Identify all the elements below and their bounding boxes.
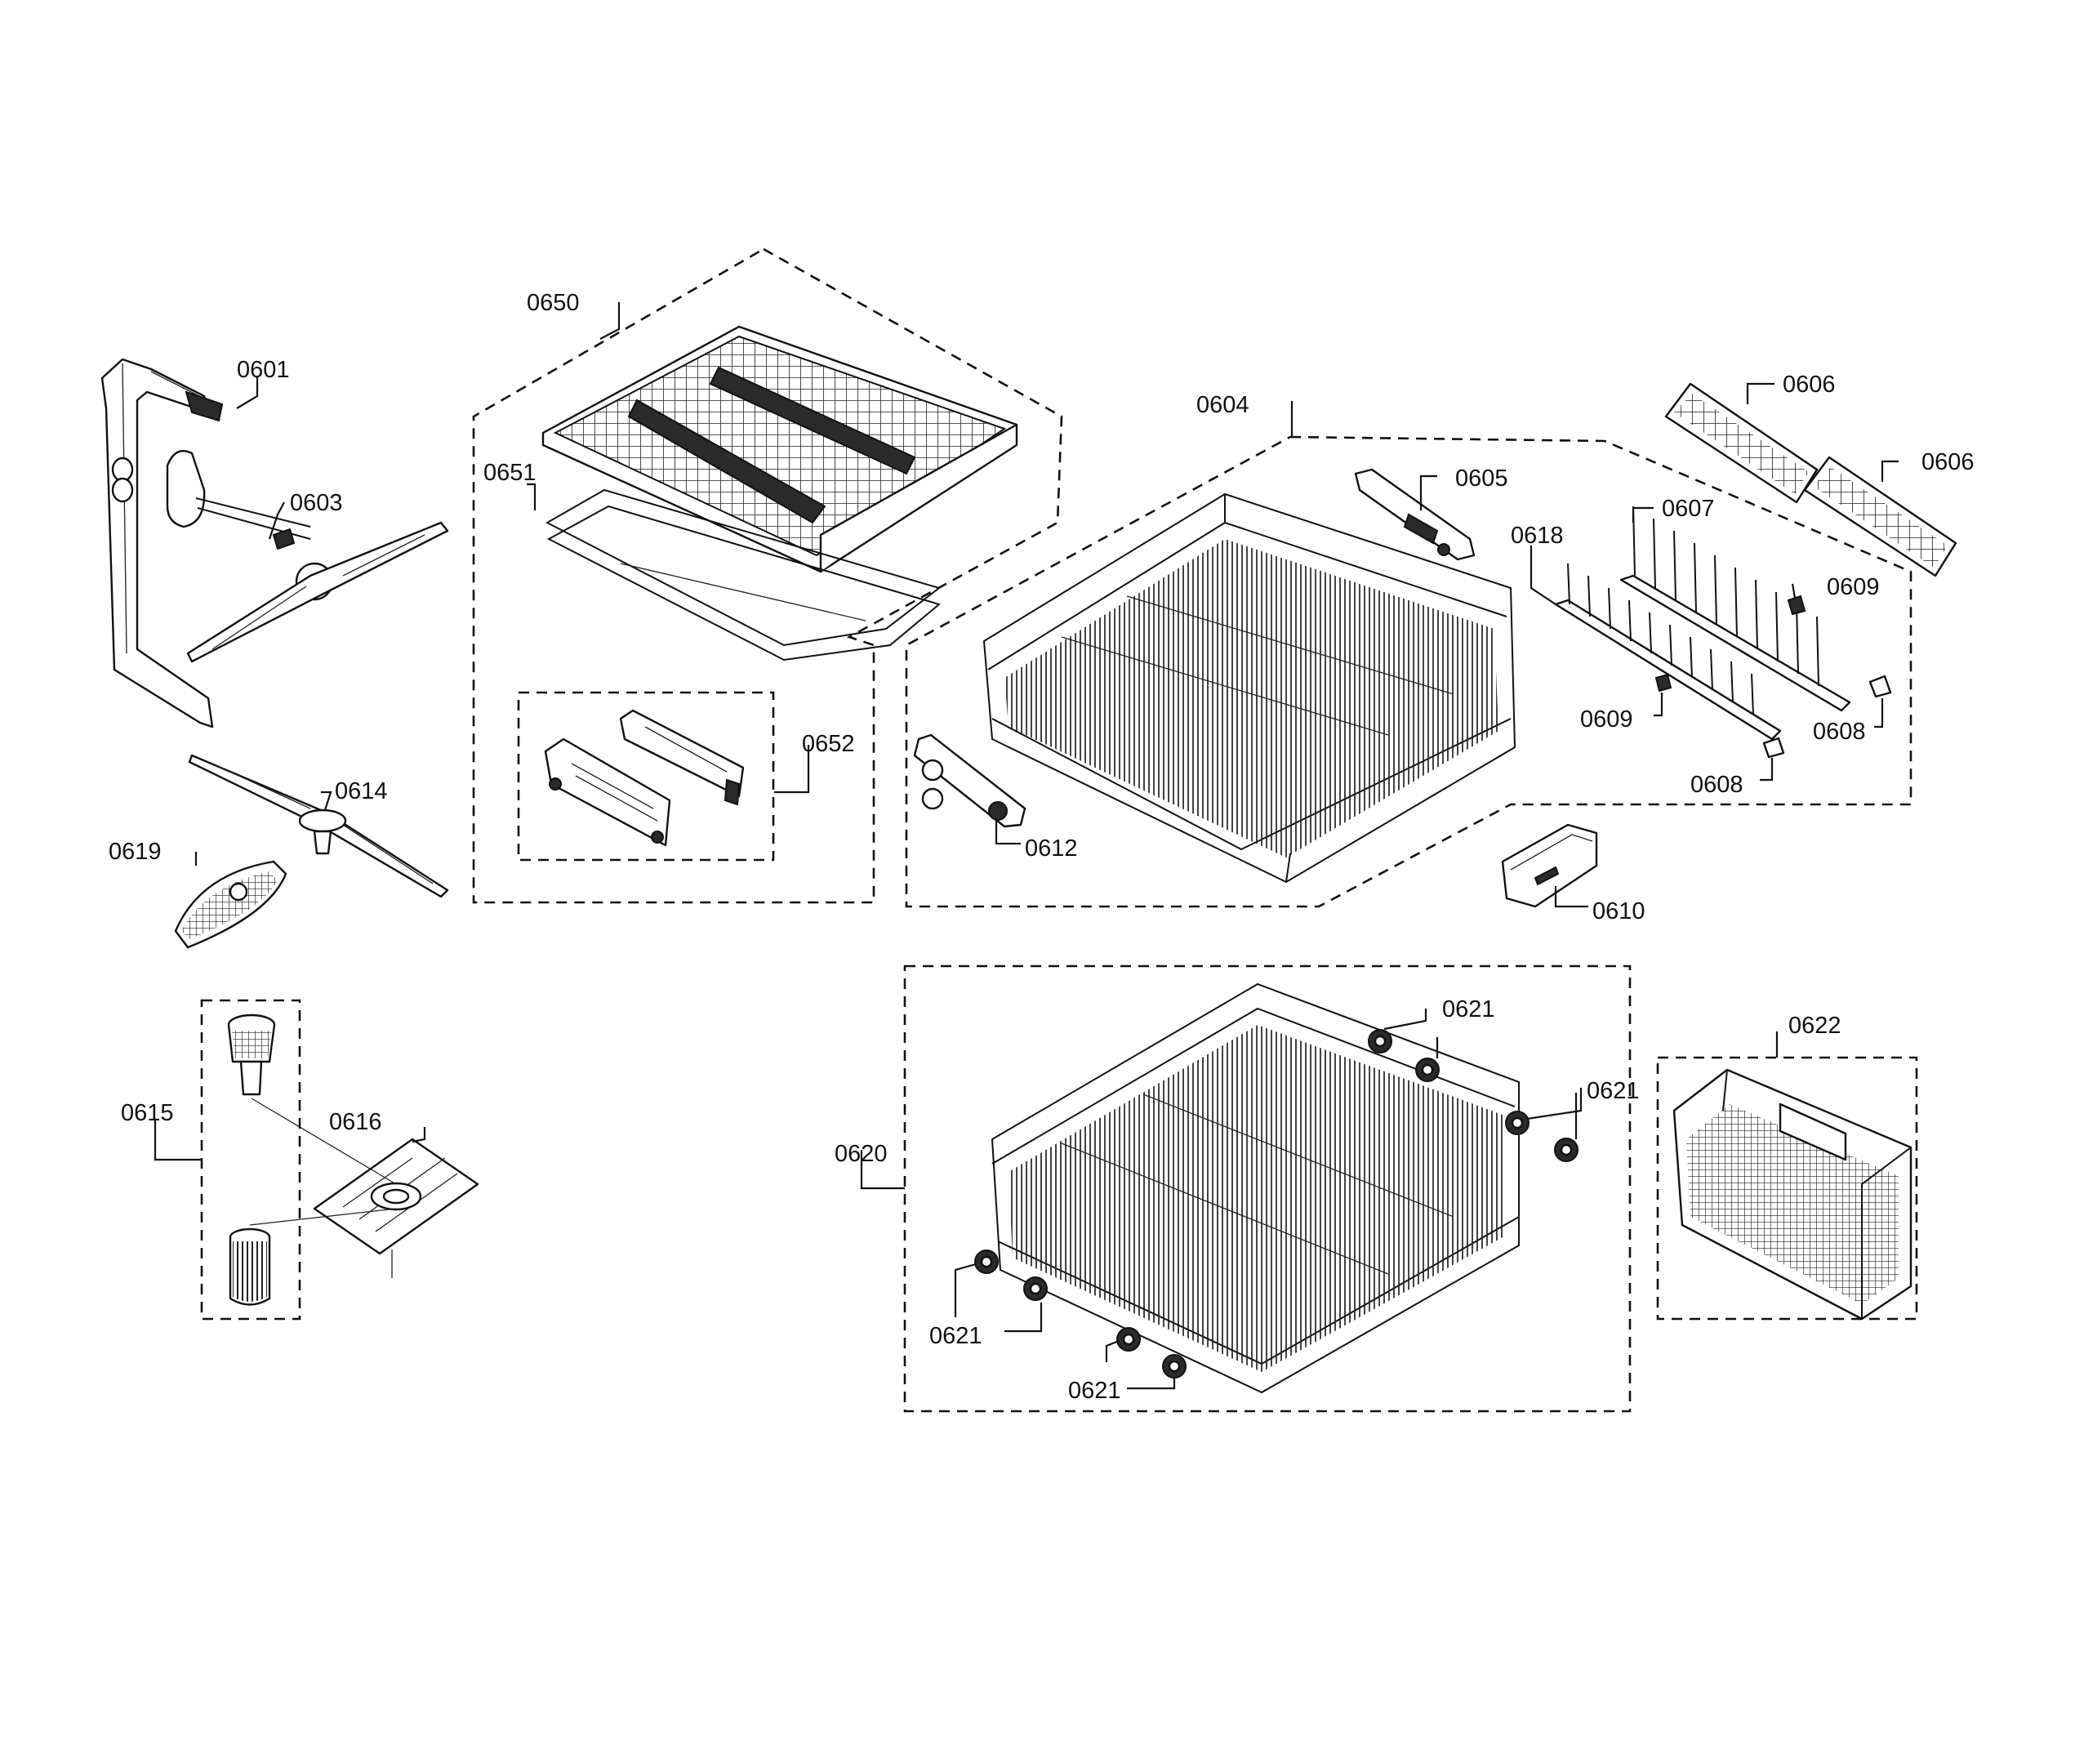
group-outline-upper-basket-assembly [472, 247, 1063, 904]
label-0620: 0620 [835, 1141, 888, 1167]
rack-adjuster-icon [1354, 468, 1476, 561]
label-0612: 0612 [1025, 835, 1078, 862]
rack-roller-icon [913, 733, 1026, 828]
label-0622: 0622 [1788, 1013, 1841, 1039]
label-0607: 0607 [1662, 496, 1715, 522]
micro-filter-icon [229, 1227, 271, 1306]
group-outline-0652 [517, 691, 775, 862]
tine-row-icon [1554, 506, 1851, 741]
spray-supply-riser-icon [100, 358, 224, 728]
label-0608-right: 0608 [1813, 719, 1866, 745]
rack-wheel-icon [974, 1029, 1579, 1379]
label-0621-left: 0621 [929, 1323, 982, 1349]
spray-arm-cover-icon [174, 860, 287, 949]
label-0603: 0603 [290, 490, 343, 516]
leader-lines [154, 302, 1899, 1390]
label-0652: 0652 [802, 731, 855, 757]
label-0621-right: 0621 [1587, 1078, 1640, 1104]
tray-rail-icon [544, 709, 745, 847]
label-0614: 0614 [335, 778, 388, 804]
label-0605: 0605 [1455, 466, 1508, 492]
label-0609-lower: 0609 [1580, 706, 1633, 733]
group-outline-upper-rack [905, 435, 1912, 908]
label-0609-upper: 0609 [1827, 574, 1880, 600]
label-0650: 0650 [527, 290, 580, 316]
filter-alignment-line [249, 1098, 397, 1278]
label-0651: 0651 [483, 460, 537, 486]
upper-spray-arm-icon [166, 449, 449, 663]
tray-wire-frame-icon [545, 488, 942, 662]
fine-filter-plate-icon [313, 1138, 479, 1255]
label-0601: 0601 [237, 357, 290, 383]
upper-rack-icon [982, 492, 1516, 884]
label-0621-top: 0621 [1442, 996, 1495, 1022]
label-0610: 0610 [1592, 898, 1645, 924]
clip-icon [1654, 595, 1892, 759]
cup-shelf-icon [1664, 382, 1957, 577]
cutlery-basket-icon [1672, 1068, 1912, 1321]
lower-spray-arm-icon [188, 754, 449, 898]
group-outline-0620 [903, 964, 1632, 1413]
label-0608-lower: 0608 [1690, 772, 1743, 798]
lower-rack-icon [991, 982, 1520, 1394]
cutlery-tray-icon [541, 325, 1018, 573]
label-0619: 0619 [109, 839, 162, 865]
label-0604: 0604 [1196, 392, 1249, 418]
label-0606-right: 0606 [1921, 449, 1975, 475]
filter-cylinder-icon [227, 1013, 276, 1096]
label-0615: 0615 [121, 1100, 174, 1126]
label-0606-top: 0606 [1783, 372, 1836, 398]
rack-handle-icon [1501, 823, 1598, 908]
group-outline-0622 [1656, 1056, 1918, 1321]
label-0618: 0618 [1511, 523, 1564, 549]
label-0621-bottom: 0621 [1068, 1378, 1121, 1404]
label-0616: 0616 [329, 1109, 382, 1135]
